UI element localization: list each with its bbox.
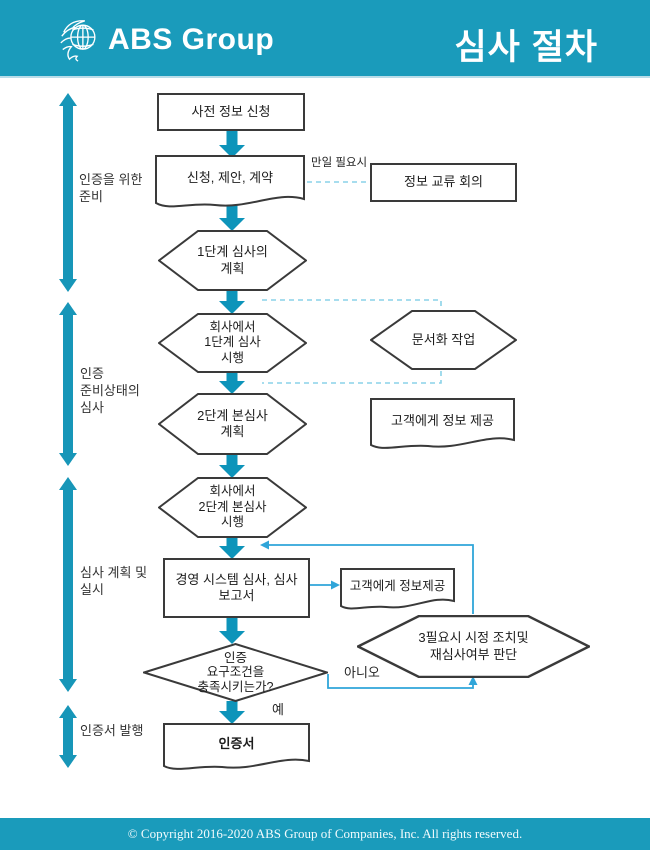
node-stage2-plan: 2단계 본심사 계획 [158,393,307,455]
node-stage1-plan: 1단계 심사의 계획 [158,230,307,291]
document-shape [340,568,455,610]
node-label: 회사에서 2단계 본심사 시행 [198,484,267,530]
eagle-globe-icon [56,17,104,63]
dashed-from-documentation [262,371,442,384]
node-certificate: 인증서 [163,723,310,773]
phase-label-preparation: 인증을 위한 준비 [79,172,143,204]
hexagon-shape [158,313,307,373]
line-corrective-feedback [267,544,474,614]
document-shape [155,155,305,208]
node-corrective: 3필요시 시정 조치및 재심사여부 판단 [357,615,590,678]
node-label: 회사에서 1단계 심사 시행 [204,319,261,365]
node-label: 인증 요구조건을 충족시키는가? [197,650,274,694]
flow-arrows [219,131,245,724]
node-label: 2단계 본심사 계획 [197,407,268,439]
copyright-text: © Copyright 2016-2020 ABS Group of Compa… [127,826,523,841]
node-label: 경영 시스템 심사, 심사 보고서 [175,571,298,603]
hexagon-shape [158,477,307,538]
node-label: 정보 교류 회의 [404,174,483,190]
hexagon-shape [158,230,307,291]
phase-label-execution: 심사 계획 및 실시 [80,565,148,597]
page-title: 심사 절차 [454,28,598,67]
phase-arrow-issue [59,705,77,768]
document-shape [370,398,515,449]
hexagon-shape [370,310,517,370]
diamond-shape [143,643,328,702]
annotation-no: 아니오 [344,665,380,680]
annotation-yes: 예 [272,702,284,717]
node-documentation: 문서화 작업 [370,310,517,370]
node-label: 1단계 심사의 계획 [197,244,268,276]
node-label: 사전 정보 신청 [191,103,271,119]
abs-group-logo: ABS Group [56,17,274,63]
node-customer-info2: 고객에게 정보제공 [340,568,455,612]
header-bar: ABS Group 심사 절차 [0,0,650,78]
thin-arrowheads [260,540,478,685]
dashed-to-documentation [262,299,442,309]
node-label: 문서화 작업 [411,331,476,347]
node-pre-info: 사전 정보 신청 [157,93,305,131]
hexagon-shape [158,393,307,455]
phase-arrow-readiness [59,302,77,466]
brand-name: ABS Group [108,23,275,56]
node-label: 인증서 [218,735,255,751]
node-customer-info1: 고객에게 정보 제공 [370,398,515,452]
node-label: 고객에게 정보제공 [349,579,446,594]
node-label: 3필요시 시정 조치및 재심사여부 판단 [418,630,529,662]
node-stage2-exec: 회사에서 2단계 본심사 시행 [158,477,307,538]
phase-arrow-preparation [59,93,77,292]
node-decision: 인증 요구조건을 충족시키는가? [143,643,328,702]
node-label: 신청, 제안, 계약 [186,170,274,186]
node-info-meeting: 정보 교류 회의 [370,163,517,202]
phase-label-issue: 인증서 발행 [80,723,144,738]
hexagon-shape [357,615,590,678]
phase-arrow-execution [59,477,77,692]
document-shape [163,723,310,770]
node-audit-report: 경영 시스템 심사, 심사 보고서 [163,558,310,618]
node-application: 신청, 제안, 계약 [155,155,305,210]
node-stage1-exec: 회사에서 1단계 심사 시행 [158,313,307,373]
node-label: 고객에게 정보 제공 [391,412,494,428]
phase-label-readiness: 인증 준비상태의 심사 [80,366,140,415]
annotation-if-needed: 만일 필요시 [311,157,368,169]
footer-bar: © Copyright 2016-2020 ABS Group of Compa… [0,818,650,850]
